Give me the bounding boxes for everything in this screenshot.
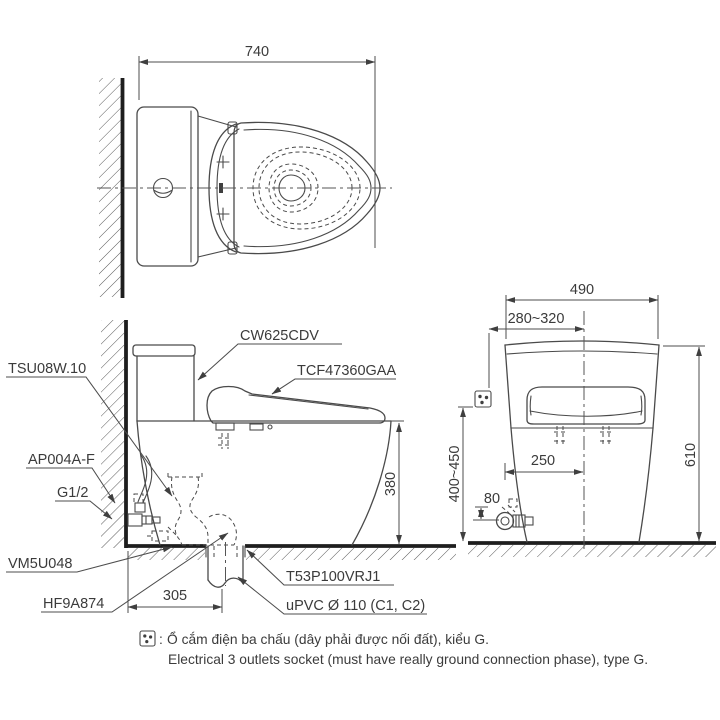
side-view-dimension-305: 305	[127, 551, 223, 613]
front-view-dimension-250: 250	[504, 453, 584, 480]
front-view-dimension-490: 490	[505, 282, 659, 339]
front-view-valve	[495, 498, 534, 531]
label-thread-size: G1/2	[57, 485, 88, 501]
top-view: 740	[97, 44, 392, 298]
part-labels: CW625CDV TCF47360GAA TSU08W.10 AP004A-F …	[6, 328, 427, 615]
dim-socket-height-range: 400~450	[447, 446, 463, 503]
side-view-washlet	[206, 385, 386, 449]
note-vietnamese: Ổ cắm điện ba chấu (dây phải được nối đấ…	[167, 630, 489, 647]
legend-note: : Ổ cắm điện ba chấu (dây phải được nối …	[139, 630, 648, 667]
dim-valve-drop: 80	[484, 491, 500, 507]
label-washlet-model: TCF47360GAA	[297, 363, 396, 379]
top-view-dimension-740: 740	[138, 44, 376, 248]
side-view-trap-hidden	[147, 470, 237, 546]
dim-rim-height: 380	[383, 472, 399, 496]
label-drain-socket: T53P100VRJ1	[286, 569, 380, 585]
dim-drain-set-out: 305	[163, 588, 187, 604]
label-connector: VM5U048	[8, 556, 72, 572]
front-view-seat	[526, 386, 646, 447]
front-view-dimension-610: 610	[663, 345, 705, 542]
seat-bolts-hidden	[554, 426, 612, 447]
power-socket-symbol	[474, 390, 492, 408]
side-view-toilet-body	[132, 344, 392, 546]
dim-valve-offset: 250	[531, 453, 555, 469]
label-seal: HF9A874	[43, 596, 104, 612]
label-bowl-model: CW625CDV	[240, 328, 319, 344]
side-view-drain-pipe	[207, 542, 244, 588]
front-view-dimension-280-320: 280~320	[488, 311, 585, 388]
side-view-floor	[125, 544, 456, 560]
dim-overall-width: 490	[570, 282, 594, 298]
label-supply-hose: AP004A-F	[28, 452, 95, 468]
label-fill-valve: TSU08W.10	[8, 361, 86, 377]
dim-socket-offset-range: 280~320	[508, 311, 565, 327]
label-drain-pipe: uPVC Ø 110 (C1, C2)	[286, 598, 425, 614]
note-english: Electrical 3 outlets socket (must have r…	[168, 652, 648, 667]
side-view-dimension-380: 380	[383, 420, 404, 545]
dim-overall-height: 610	[683, 443, 699, 467]
side-view: 380 305	[101, 320, 456, 613]
stop-valve	[127, 513, 143, 527]
side-view-wall	[101, 320, 128, 548]
power-socket-icon	[474, 390, 492, 408]
front-view: 490 280~320 610 400~450 250 80	[447, 282, 716, 557]
front-view-dimension-80: 80	[473, 491, 500, 521]
front-view-toilet-body	[504, 340, 660, 543]
side-view-supply-hose	[127, 454, 161, 527]
dim-overall-depth: 740	[245, 44, 269, 60]
front-view-floor	[468, 541, 716, 557]
note-socket-symbol	[139, 630, 156, 647]
front-view-dimension-400-450: 400~450	[447, 406, 473, 542]
power-socket-icon	[139, 630, 156, 647]
note-colon: :	[159, 632, 163, 647]
